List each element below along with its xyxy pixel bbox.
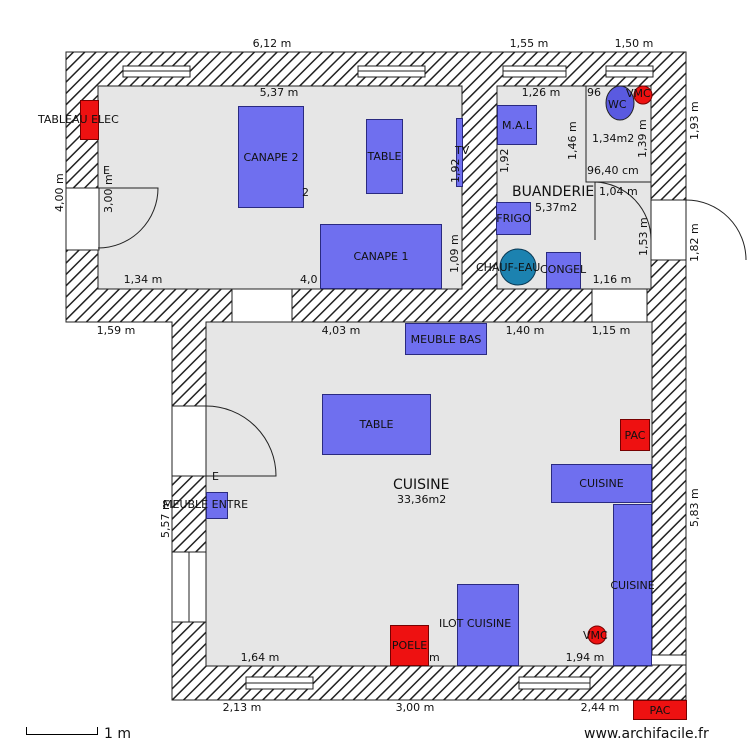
dim-mid-115: 1,15 m <box>591 324 631 337</box>
meuble-bas: MEUBLE BAS <box>405 323 487 355</box>
dim-top-155: 1,55 m <box>509 37 549 50</box>
tv-label: TV <box>455 144 470 157</box>
dim-top-150: 1,50 m <box>614 37 654 50</box>
door-opening-buanderie <box>650 199 687 261</box>
poele: POELE <box>390 625 429 666</box>
vmc-circle-wc <box>633 85 653 105</box>
tableau-elec-label: TABLEAU ELEC <box>38 113 119 126</box>
pac-inside: PAC <box>620 419 650 451</box>
vmc-cuisine-label: VMC <box>583 629 608 642</box>
congel-label: CONGEL <box>540 263 587 276</box>
dim-in-m: m <box>429 651 440 664</box>
cuisine-area: 33,36m2 <box>397 493 447 506</box>
vmc-circle-cuisine <box>587 625 607 645</box>
canape-1: CANAPE 1 <box>320 224 442 289</box>
door-swing-buanderie <box>685 199 747 261</box>
dim-right-182: 1,82 m <box>688 223 701 262</box>
door-swing-entry <box>205 405 277 477</box>
dim-in-192b: 1,92 <box>498 148 511 174</box>
watermark: www.archifacile.fr <box>584 726 709 742</box>
mal: M.A.L <box>497 105 537 145</box>
wc-name: WC <box>608 98 627 111</box>
table-salon: TABLE <box>366 119 403 194</box>
window-right-small <box>650 654 687 666</box>
door-mark-entry: E <box>212 470 219 483</box>
dim-left-557: 5,57 m <box>159 499 172 538</box>
dim-top-612: 6,12 m <box>252 37 292 50</box>
wc-area: 1,34m2 <box>592 132 635 145</box>
frigo: FRIGO <box>496 202 531 235</box>
dim-in-9640: 96,40 cm <box>587 164 639 177</box>
door-swing-salon <box>97 187 159 249</box>
congel <box>546 252 581 289</box>
cuisine-name: CUISINE <box>393 477 450 493</box>
chauffe-eau-circle <box>499 248 537 286</box>
buanderie-area: 5,37m2 <box>535 201 578 214</box>
dim-bot-213: 2,13 m <box>222 701 262 714</box>
chauffe-eau-label: CHAUF-EAU <box>476 261 541 274</box>
dim-in-40: 4,0 <box>300 273 318 286</box>
dim-in-139: 1,39 m <box>636 119 649 158</box>
dim-in-300: 3,00 m <box>102 174 115 213</box>
ilot-label: ILOT CUISINE <box>439 617 512 630</box>
door-opening-entry <box>171 405 207 477</box>
dim-in-192a: 1,92 <box>449 158 462 184</box>
dim-in-96: 96 <box>587 86 601 99</box>
dim-mid-140: 1,40 m <box>505 324 545 337</box>
dim-in-126: 1,26 m <box>521 86 561 99</box>
canape-2: CANAPE 2 <box>238 106 304 208</box>
tableau-elec-box <box>80 100 99 140</box>
meuble-entre-label: MEUBLE ENTRE <box>163 498 249 511</box>
door-opening-salon <box>65 187 100 251</box>
ilot-cuisine <box>457 584 519 666</box>
door-mark-salon: E <box>103 164 110 177</box>
meuble-entre <box>206 492 228 519</box>
cuisine-counter-top: CUISINE <box>551 464 652 503</box>
dim-in-194: 1,94 m <box>565 651 605 664</box>
dim-left-400: 4,00 m <box>53 173 66 212</box>
door-swing-wc <box>594 181 652 241</box>
dim-in-537: 5,37 m <box>259 86 299 99</box>
tv <box>456 118 463 187</box>
dim-in-153: 1,53 m <box>637 217 650 256</box>
dim-in-164: 1,64 m <box>240 651 280 664</box>
dim-in-116: 1,16 m <box>592 273 632 286</box>
scale-bar <box>26 727 98 735</box>
table-cuisine: TABLE <box>322 394 431 455</box>
dim-bot-244: 2,44 m <box>580 701 620 714</box>
vmc-wc-label: VMC <box>626 87 651 100</box>
wc-bowl <box>605 85 635 121</box>
dim-right-193: 1,93 m <box>688 101 701 140</box>
pac-outside: PAC <box>633 700 687 720</box>
opening-buanderie-cuisine <box>591 288 648 323</box>
dim-in-146: 1,46 m <box>566 121 579 160</box>
dim-right-583: 5,83 m <box>688 488 701 527</box>
dim-in-109: 1,09 m <box>448 234 461 273</box>
dim-mid-159: 1,59 m <box>96 324 136 337</box>
scale-label: 1 m <box>104 726 131 742</box>
opening-salon-cuisine <box>231 288 293 323</box>
dim-in-104: 1,04 m <box>599 185 638 198</box>
dim-in-134: 1,34 m <box>123 273 163 286</box>
buanderie-name: BUANDERIE <box>512 184 595 200</box>
tv-dim-2: 2 <box>302 186 309 199</box>
dim-mid-403: 4,03 m <box>321 324 361 337</box>
dim-bot-300: 3,00 m <box>395 701 435 714</box>
cuisine-counter-right: CUISINE <box>610 504 655 666</box>
